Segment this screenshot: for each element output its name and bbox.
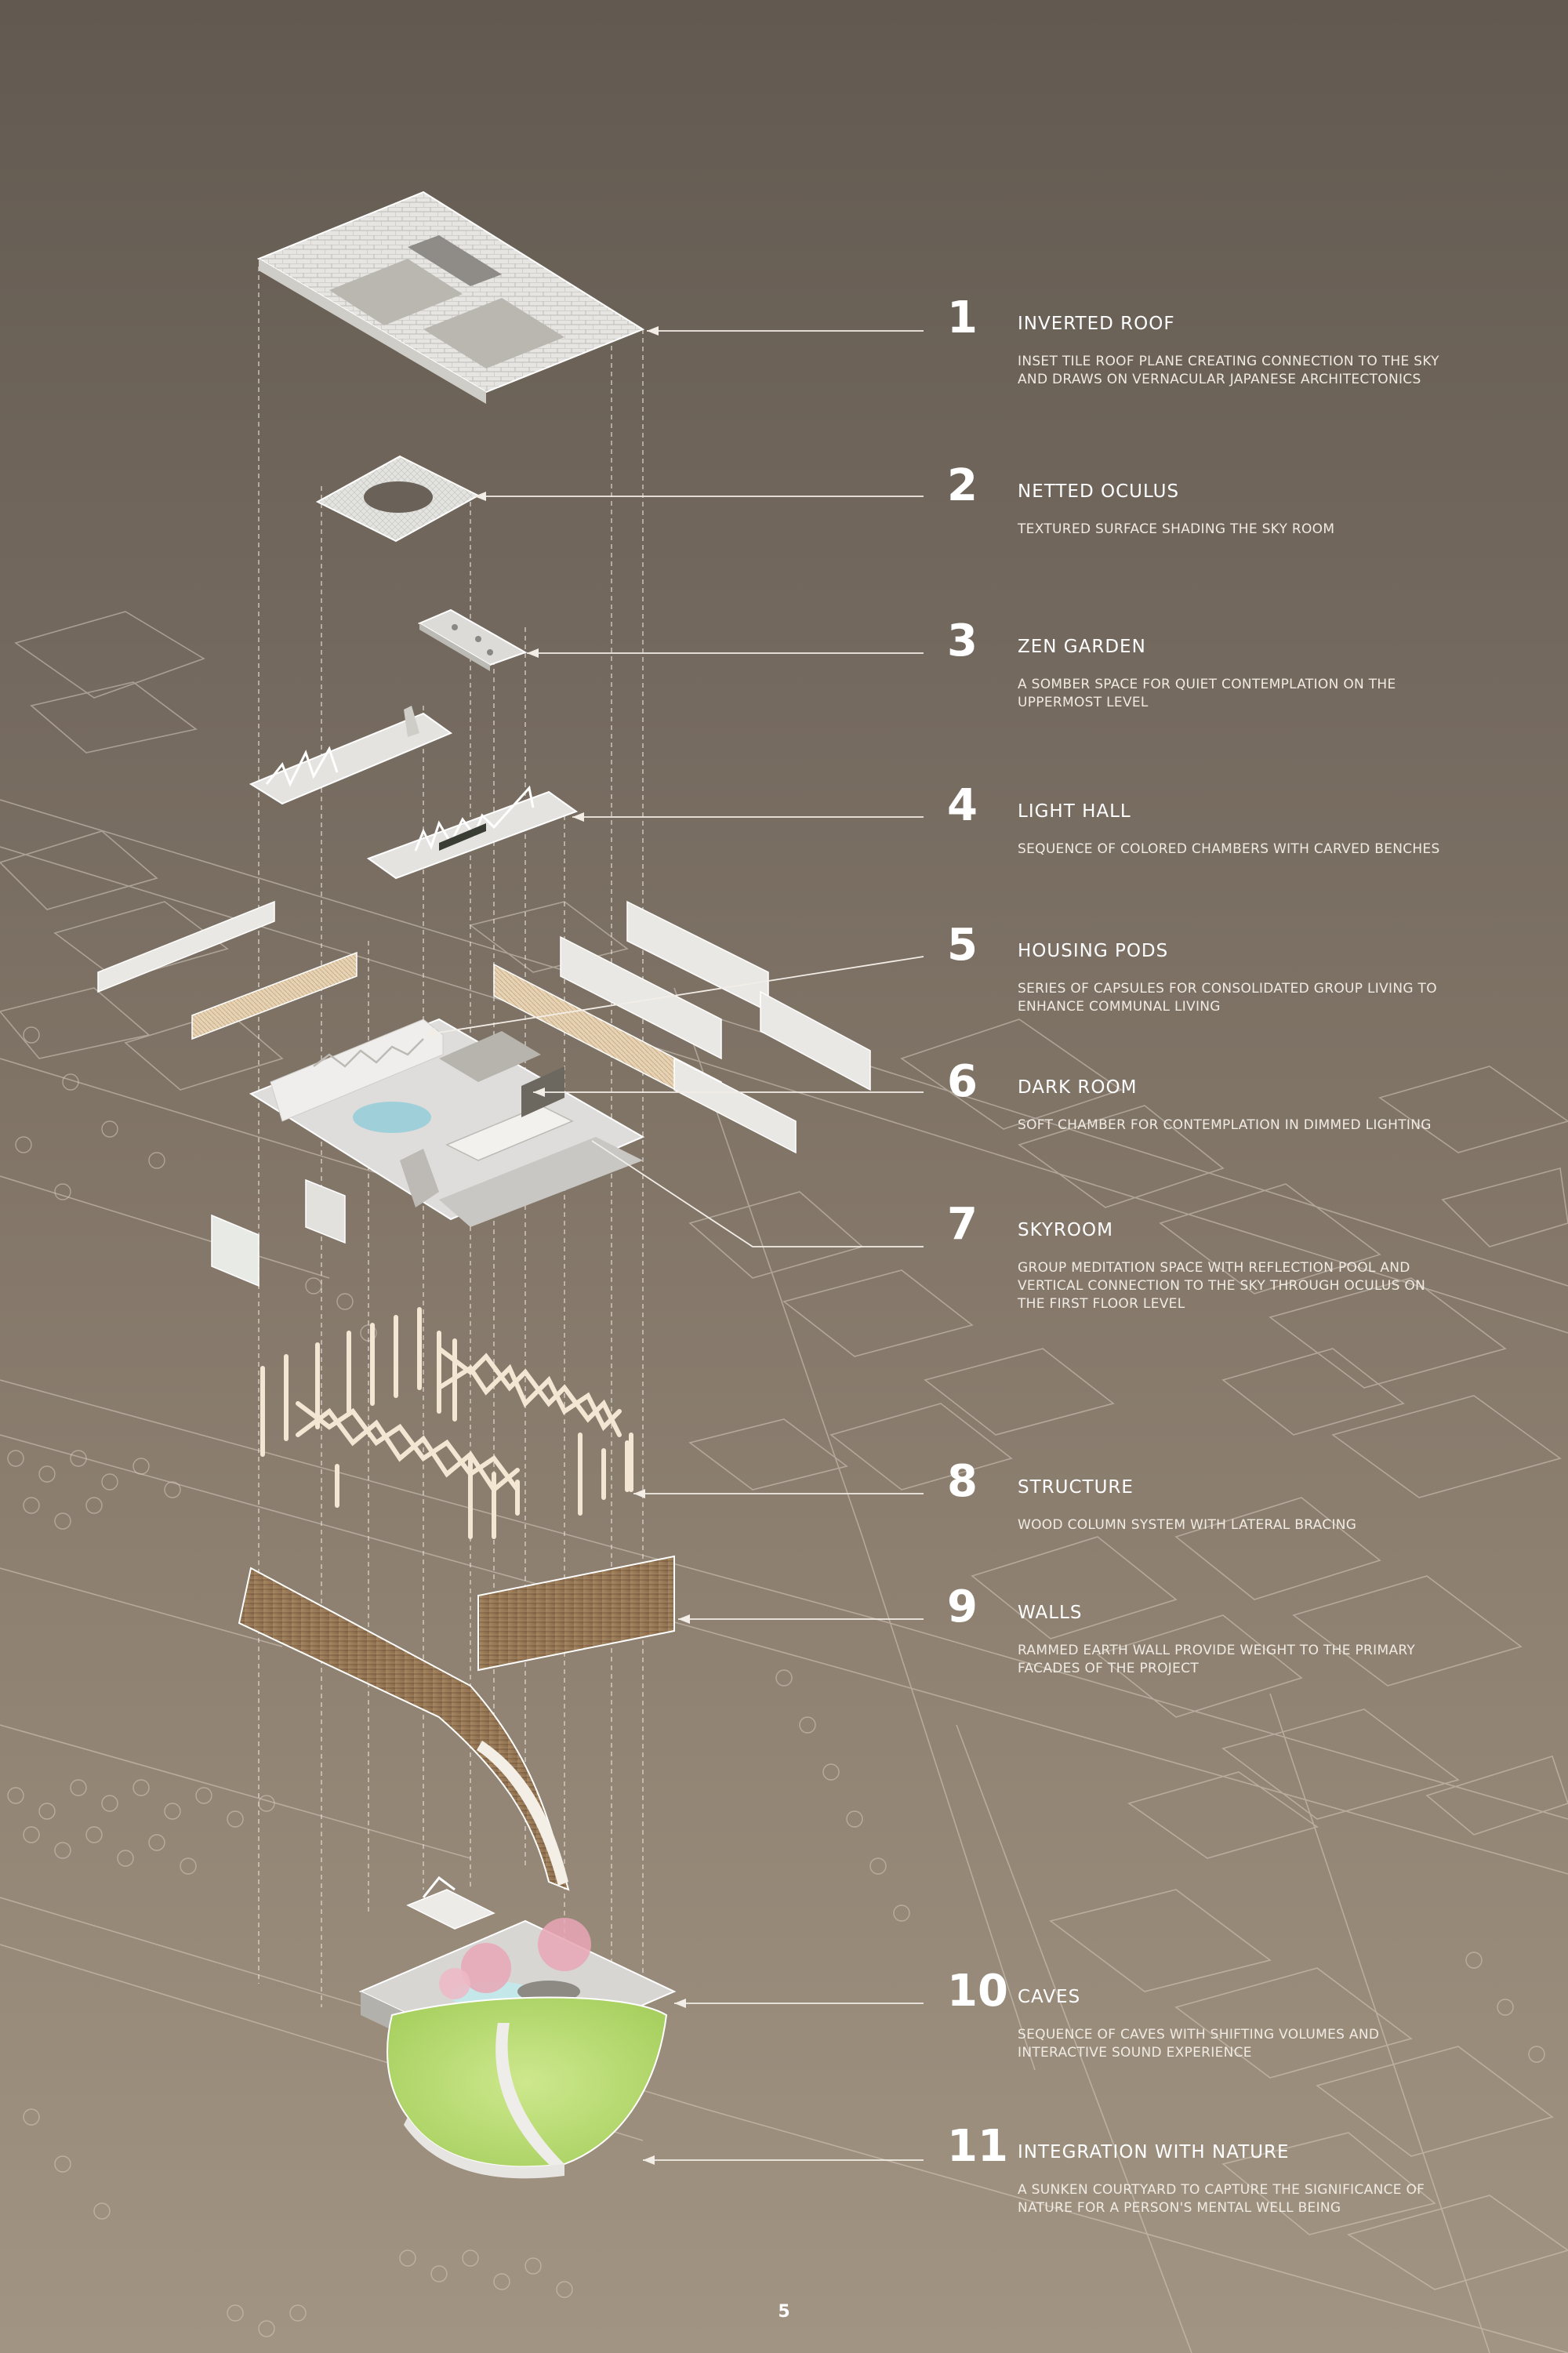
structure-component xyxy=(263,1309,631,1537)
site-plan-background xyxy=(0,612,1568,2353)
label-number: 5 xyxy=(947,924,978,968)
label-number: 11 xyxy=(947,2125,1008,2169)
page-number: 5 xyxy=(0,2302,1568,2322)
label-title: CAVES xyxy=(1018,1987,1080,2007)
label-number: 2 xyxy=(947,464,978,508)
nature-courtyard-component xyxy=(387,1998,666,2179)
label-title: DARK ROOM xyxy=(1018,1077,1137,1098)
inverted-roof-component xyxy=(259,192,643,404)
label-description: SERIES OF CAPSULES FOR CONSOLIDATED GROU… xyxy=(1018,980,1457,1016)
label-number: 6 xyxy=(947,1060,978,1104)
label-number: 10 xyxy=(947,1970,1008,2013)
label-number: 4 xyxy=(947,784,978,828)
label-description: GROUP MEDITATION SPACE WITH REFLECTION P… xyxy=(1018,1259,1457,1313)
label-title: STRUCTURE xyxy=(1018,1477,1134,1498)
label-title: LIGHT HALL xyxy=(1018,801,1131,822)
label-number: 3 xyxy=(947,619,978,663)
label-title: NETTED OCULUS xyxy=(1018,481,1179,502)
label-description: INSET TILE ROOF PLANE CREATING CONNECTIO… xyxy=(1018,353,1457,389)
label-description: SOFT CHAMBER FOR CONTEMPLATION IN DIMMED… xyxy=(1018,1117,1457,1135)
label-description: TEXTURED SURFACE SHADING THE SKY ROOM xyxy=(1018,521,1457,539)
label-description: SEQUENCE OF COLORED CHAMBERS WITH CARVED… xyxy=(1018,841,1457,859)
label-description: A SOMBER SPACE FOR QUIET CONTEMPLATION O… xyxy=(1018,676,1457,712)
label-title: WALLS xyxy=(1018,1603,1082,1623)
zen-garden-component xyxy=(419,610,525,671)
leader-arrowheads xyxy=(423,326,690,2165)
label-number: 1 xyxy=(947,296,978,340)
label-description: RAMMED EARTH WALL PROVIDE WEIGHT TO THE … xyxy=(1018,1642,1457,1678)
walls-component xyxy=(239,1556,674,1890)
label-title: ZEN GARDEN xyxy=(1018,637,1146,657)
leader-lines xyxy=(423,331,924,2160)
label-description: A SUNKEN COURTYARD TO CAPTURE THE SIGNIF… xyxy=(1018,2181,1457,2217)
label-title: HOUSING PODS xyxy=(1018,941,1168,961)
label-number: 8 xyxy=(947,1460,978,1504)
label-description: WOOD COLUMN SYSTEM WITH LATERAL BRACING xyxy=(1018,1516,1457,1534)
label-description: SEQUENCE OF CAVES WITH SHIFTING VOLUMES … xyxy=(1018,2026,1457,2062)
label-title: INTEGRATION WITH NATURE xyxy=(1018,2142,1290,2162)
label-title: INVERTED ROOF xyxy=(1018,314,1175,334)
light-hall-component xyxy=(251,706,576,878)
site-trees xyxy=(8,1027,1544,2337)
label-number: 7 xyxy=(947,1203,978,1247)
label-number: 9 xyxy=(947,1585,978,1629)
label-title: SKYROOM xyxy=(1018,1220,1113,1240)
loose-panels xyxy=(212,1180,345,1286)
netted-oculus-component xyxy=(318,456,478,541)
